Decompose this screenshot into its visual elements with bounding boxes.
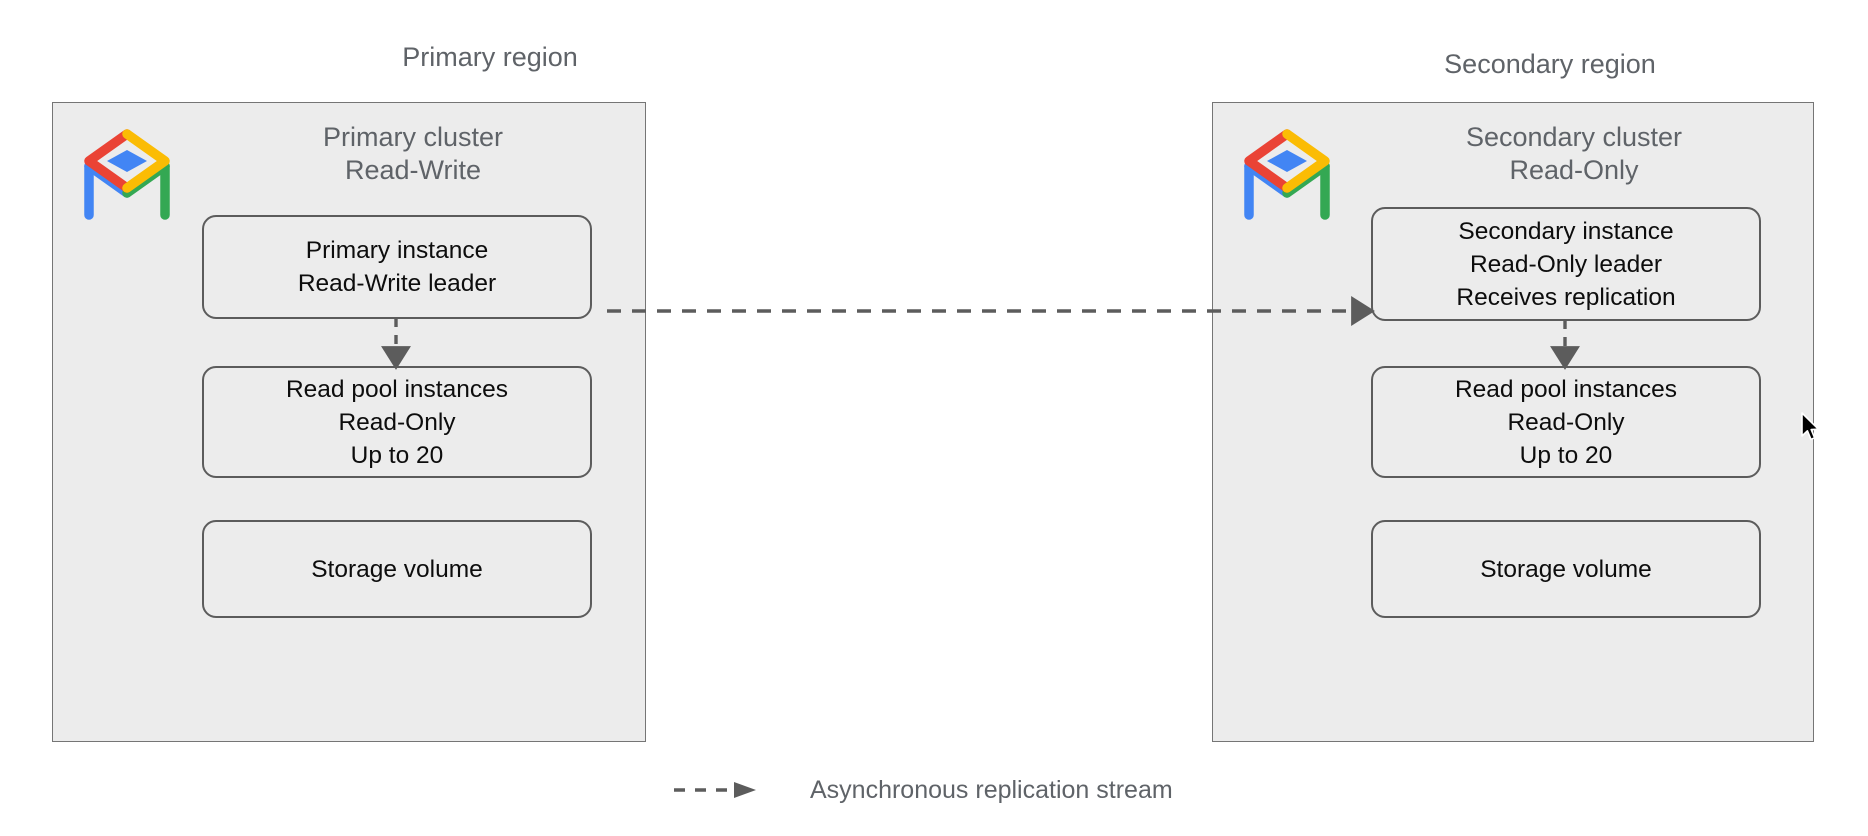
node-label: Storage volume	[311, 555, 483, 583]
legend-label: Asynchronous replication stream	[810, 776, 1173, 804]
dashed-arrow-icon	[674, 782, 756, 798]
node-label: Secondary instance Read-Only leader Rece…	[1456, 217, 1676, 311]
mouse-pointer-icon	[1801, 412, 1820, 441]
node-primary-read-pool[interactable]: Read pool instances Read-Only Up to 20	[202, 366, 592, 478]
node-label: Read pool instances Read-Only Up to 20	[1454, 375, 1677, 469]
legend: Asynchronous replication stream	[672, 770, 1173, 810]
cluster-title-secondary: Secondary cluster Read-Only	[1465, 122, 1683, 185]
cluster-container-secondary[interactable]: Secondary cluster Read-Only Secondary in…	[1212, 102, 1814, 742]
node-label: Storage volume	[1480, 555, 1652, 583]
region-label-secondary: Secondary region	[1444, 49, 1656, 79]
cluster-title-primary: Primary cluster Read-Write	[322, 122, 504, 185]
node-label: Primary instance Read-Write leader	[297, 237, 497, 297]
node-primary-instance[interactable]: Primary instance Read-Write leader	[202, 215, 592, 319]
node-secondary-instance[interactable]: Secondary instance Read-Only leader Rece…	[1371, 207, 1761, 321]
node-secondary-storage-volume[interactable]: Storage volume	[1371, 520, 1761, 618]
node-label: Read pool instances Read-Only Up to 20	[285, 375, 508, 469]
region-label-primary: Primary region	[402, 42, 578, 72]
node-secondary-read-pool[interactable]: Read pool instances Read-Only Up to 20	[1371, 366, 1761, 478]
alloydb-logo-icon	[84, 129, 170, 220]
node-primary-storage-volume[interactable]: Storage volume	[202, 520, 592, 618]
cluster-container-primary[interactable]: Primary cluster Read-Write Primary insta…	[52, 102, 646, 742]
alloydb-logo-icon	[1244, 129, 1330, 220]
